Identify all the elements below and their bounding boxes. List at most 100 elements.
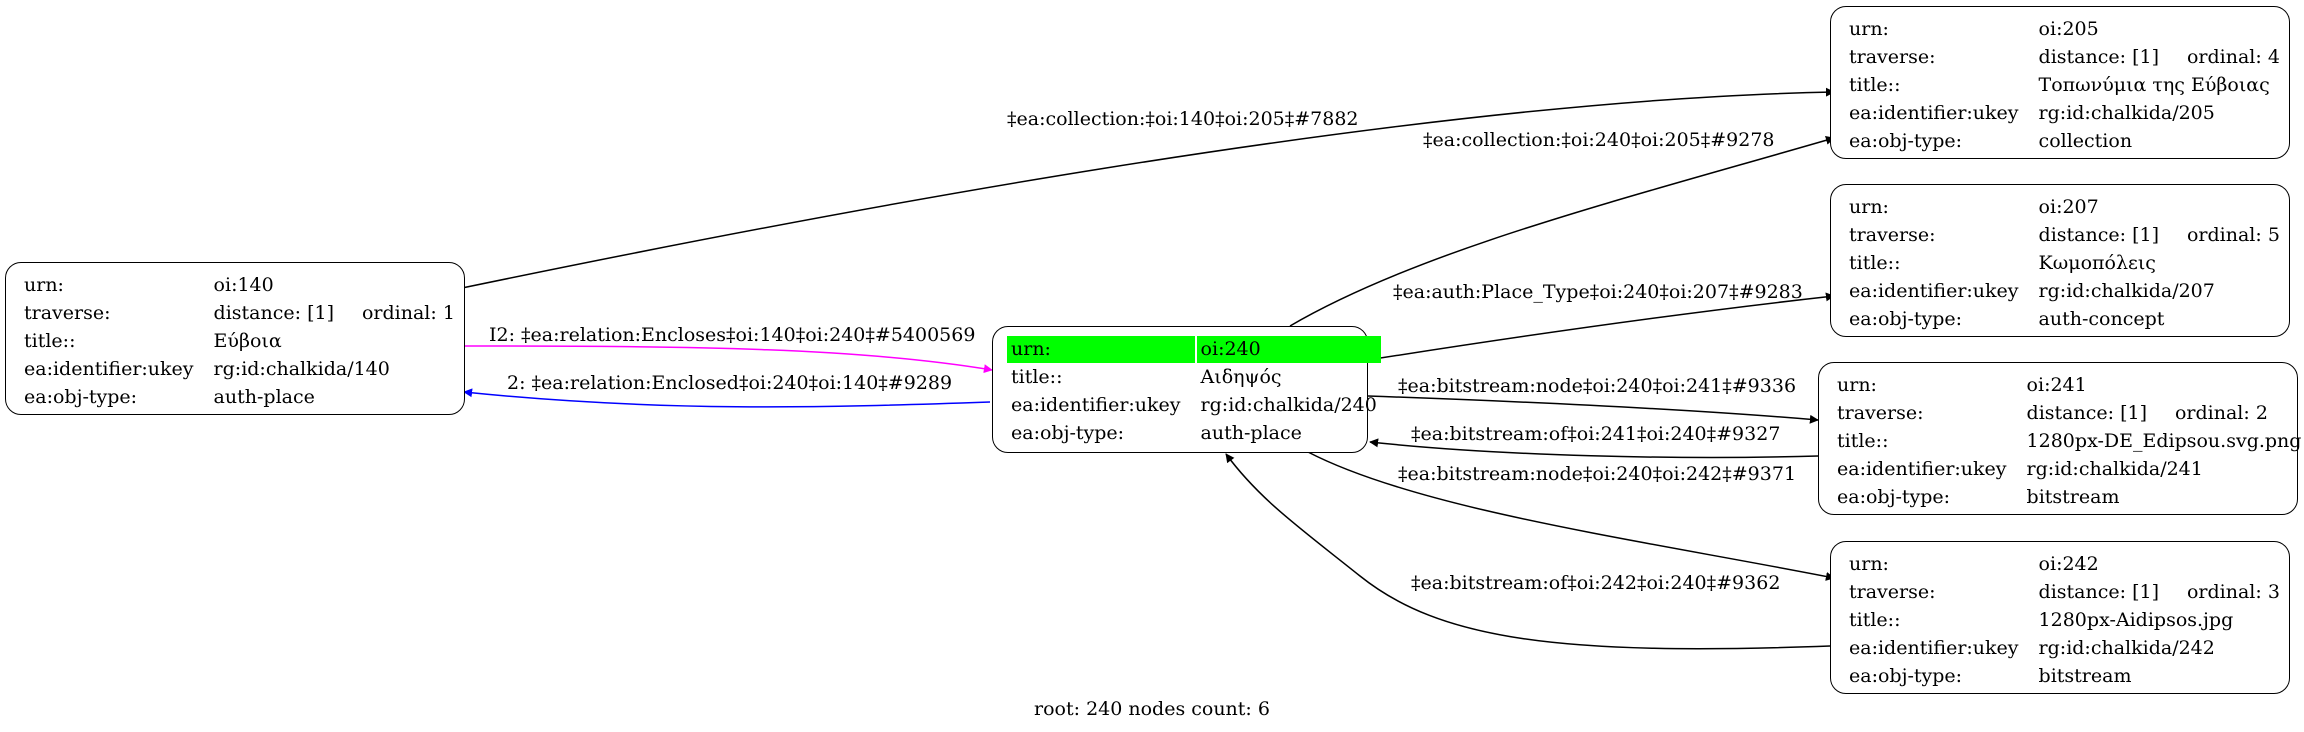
- field-key: ea:identifier:ukey: [1011, 394, 1181, 416]
- field-value: bitstream: [2038, 665, 2132, 687]
- field-value: rg:id:chalkida/240: [1200, 394, 1377, 416]
- ordinal-value: ordinal: 5: [2186, 224, 2280, 246]
- field-key: traverse:: [1849, 46, 1936, 68]
- field-key: title::: [1849, 252, 1901, 274]
- node-oi-241[interactable]: urn: oi:241 traverse: distance: [1]ordinal…: [1818, 362, 2301, 515]
- node-fields: urn: oi:242 traverse: distance: [1] ordinal…: [1843, 550, 2286, 691]
- field-traverse: traverse: distance: [1]ordinal: 2: [1833, 400, 2304, 427]
- edge-node-240-242: [1307, 451, 1835, 581]
- field-title: title::Κωμοπόλεις: [1845, 250, 2284, 277]
- node-fields: urn: oi:205 traverse: distance: [1] ordinal…: [1843, 15, 2286, 156]
- edge-label-collection-240-205: ‡ea:collection:‡oi:240‡oi:205‡#9278: [1423, 129, 1775, 151]
- field-ukey: ea:identifier:ukey rg:id:chalkida/241: [1833, 456, 2304, 483]
- field-value: Τοπωνύμια της Εύβοιας: [2038, 74, 2270, 96]
- field-key: traverse:: [1849, 224, 1936, 246]
- field-value: bitstream: [2026, 486, 2120, 508]
- field-value: Εύβοια: [213, 330, 282, 352]
- edge-label-node-240-242: ‡ea:bitstream:node‡oi:240‡oi:242‡#9371: [1398, 463, 1796, 485]
- field-key: urn:: [1849, 196, 1889, 218]
- distance-value: distance: [1]: [2038, 581, 2159, 603]
- distance-value: distance: [1]: [2038, 224, 2159, 246]
- field-obj-type: ea:obj-type:collection: [1845, 128, 2284, 155]
- field-key: ea:obj-type:: [1849, 130, 1963, 152]
- edge-of-241-240: [1369, 438, 1819, 459]
- field-value: oi:241: [2026, 374, 2087, 396]
- field-key: ea:identifier:ukey: [1849, 102, 2019, 124]
- field-title: title::Αιδηψός: [1007, 364, 1381, 391]
- field-value: oi:240: [1196, 336, 1381, 363]
- field-value: 1280px-DE_Edipsou.svg.png: [2026, 430, 2302, 452]
- field-value: Κωμοπόλεις: [2038, 252, 2156, 274]
- field-key: ea:identifier:ukey: [1837, 458, 2007, 480]
- field-key: title::: [1849, 74, 1901, 96]
- field-key: ea:identifier:ukey: [1849, 280, 2019, 302]
- edge-auth-240-207: [1367, 292, 1835, 361]
- ordinal-value: ordinal: 4: [2186, 46, 2280, 68]
- field-ukey: ea:identifier:ukey rg:id:chalkida/240: [1007, 392, 1381, 419]
- field-value: rg:id:chalkida/207: [2038, 280, 2215, 302]
- field-traverse: traverse: distance: [1] ordinal: 5: [1845, 222, 2284, 249]
- field-value: oi:140: [213, 274, 274, 296]
- field-key: urn:: [1849, 18, 1889, 40]
- field-value: distance: [1]ordinal: 1: [210, 300, 459, 327]
- field-urn-highlighted: urn:oi:240: [1007, 336, 1381, 363]
- field-key: traverse:: [1837, 402, 1924, 424]
- edge-label-enclosed-240-140: 2: ‡ea:relation:Enclosed‡oi:240‡oi:140‡#…: [507, 372, 952, 394]
- field-value: rg:id:chalkida/241: [2026, 458, 2203, 480]
- field-urn: urn: oi:241: [1833, 372, 2304, 399]
- edge-label-collection-140-205: ‡ea:collection:‡oi:140‡oi:205‡#7882: [1007, 108, 1359, 130]
- field-value: oi:242: [2038, 553, 2099, 575]
- edge-label-encloses-140-240: I2: ‡ea:relation:Encloses‡oi:140‡oi:240‡…: [489, 324, 975, 346]
- node-oi-205[interactable]: urn: oi:205 traverse: distance: [1] ordinal…: [1830, 6, 2290, 159]
- distance-value: distance: [1]: [213, 302, 334, 324]
- node-oi-207[interactable]: urn: oi:207 traverse: distance: [1] ordinal…: [1830, 184, 2290, 337]
- edge-node-240-241: [1367, 395, 1819, 424]
- field-key: ea:obj-type:: [1011, 422, 1125, 444]
- field-obj-type: ea:obj-type:auth-place: [1007, 420, 1381, 447]
- field-urn: urn: oi:140: [20, 272, 459, 299]
- field-title: title::Τοπωνύμια της Εύβοιας: [1845, 72, 2284, 99]
- field-value: oi:207: [2038, 196, 2099, 218]
- field-key: ea:obj-type:: [1849, 308, 1963, 330]
- field-key: title::: [24, 330, 76, 352]
- node-oi-240-root[interactable]: urn:oi:240 title::Αιδηψός ea:identifier:…: [992, 326, 1381, 453]
- field-key: traverse:: [24, 302, 111, 324]
- field-value: distance: [1]ordinal: 2: [2023, 400, 2304, 427]
- field-key: urn:: [1849, 553, 1889, 575]
- field-key: urn:: [1007, 336, 1195, 363]
- edge-collection-240-205: [1289, 135, 1835, 327]
- field-value: distance: [1] ordinal: 3: [2035, 579, 2284, 606]
- field-value: auth-place: [213, 386, 315, 408]
- field-value: oi:205: [2038, 18, 2099, 40]
- node-oi-140[interactable]: urn: oi:140 traverse: distance: [1]ordinal…: [5, 262, 465, 415]
- edge-label-of-242-240: ‡ea:bitstream:of‡oi:242‡oi:240‡#9362: [1411, 572, 1780, 594]
- field-title: title::1280px-Aidipsos.jpg: [1845, 607, 2284, 634]
- field-key: ea:identifier:ukey: [24, 358, 194, 380]
- edge-enclosed-240-140: [463, 388, 991, 408]
- field-value: distance: [1] ordinal: 5: [2035, 222, 2284, 249]
- field-key: urn:: [24, 274, 64, 296]
- field-key: ea:obj-type:: [1849, 665, 1963, 687]
- field-key: traverse:: [1849, 581, 1936, 603]
- field-obj-type: ea:obj-type: bitstream: [1833, 484, 2304, 511]
- field-key: ea:identifier:ukey: [1849, 637, 2019, 659]
- ordinal-value: ordinal: 2: [2174, 402, 2268, 424]
- field-traverse: traverse: distance: [1] ordinal: 3: [1845, 579, 2284, 606]
- node-fields: urn: oi:207 traverse: distance: [1] ordinal…: [1843, 193, 2286, 334]
- node-oi-242[interactable]: urn: oi:242 traverse: distance: [1] ordinal…: [1830, 541, 2290, 694]
- field-key: ea:obj-type:: [1837, 486, 1951, 508]
- field-key: title::: [1011, 366, 1063, 388]
- field-title: title::Εύβοια: [20, 328, 459, 355]
- field-value: auth-concept: [2038, 308, 2165, 330]
- field-key: urn:: [1837, 374, 1877, 396]
- distance-value: distance: [1]: [2038, 46, 2159, 68]
- field-value: rg:id:chalkida/205: [2038, 102, 2215, 124]
- field-key: ea:obj-type:: [24, 386, 138, 408]
- ordinal-value: ordinal: 3: [2186, 581, 2280, 603]
- field-urn: urn: oi:207: [1845, 194, 2284, 221]
- edge-collection-140-205: [461, 87, 1835, 289]
- field-obj-type: ea:obj-type: auth-concept: [1845, 306, 2284, 333]
- edge-label-auth-240-207: ‡ea:auth:Place_Type‡oi:240‡oi:207‡#9283: [1393, 281, 1803, 303]
